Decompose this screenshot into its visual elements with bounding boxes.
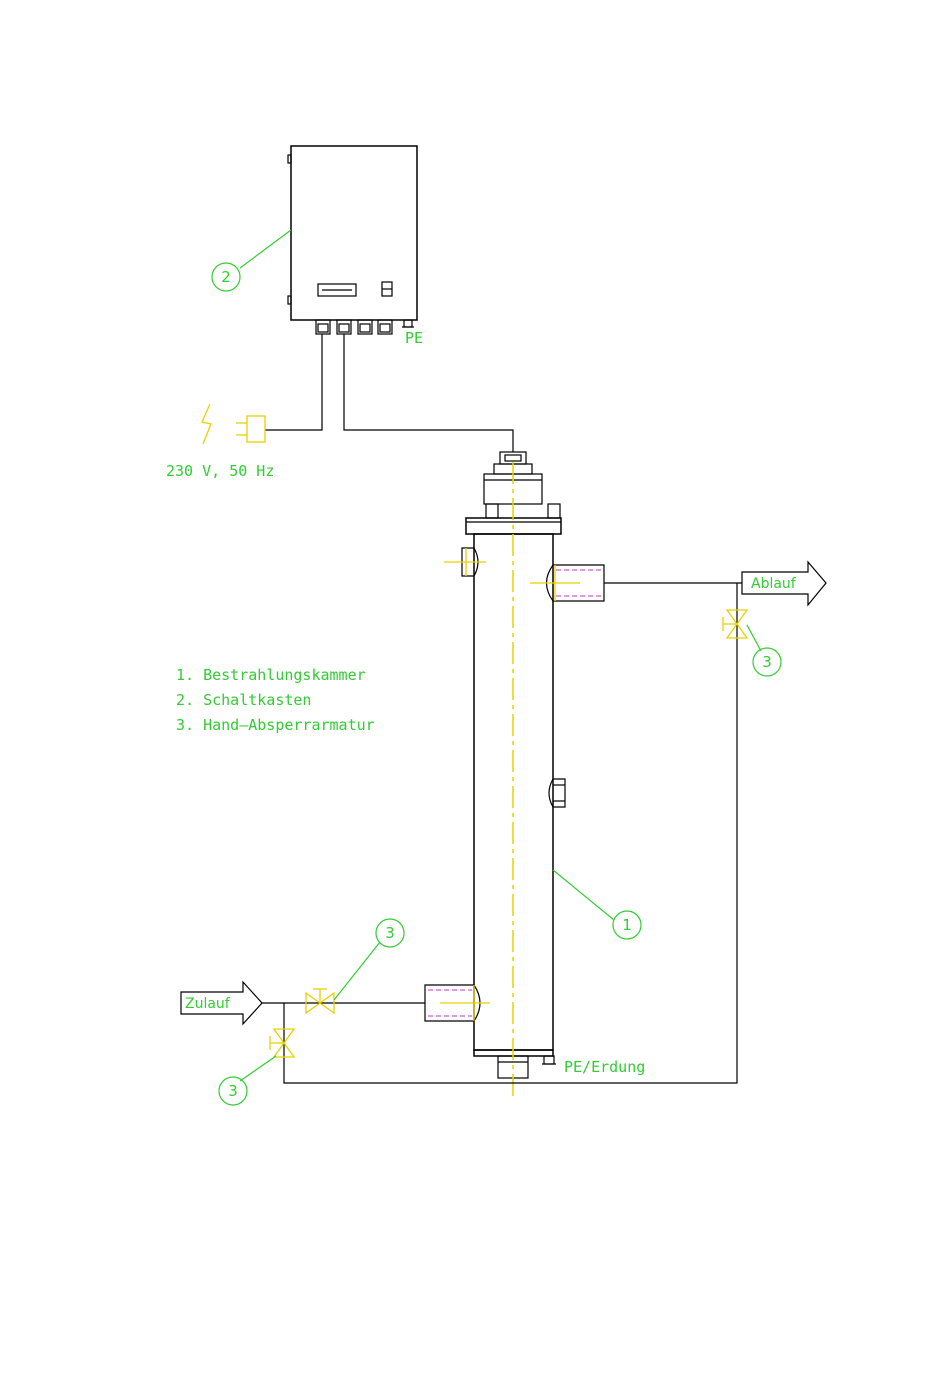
outlet-label: Ablauf <box>751 576 797 592</box>
callout-3-inlet-bottom: 3 <box>228 1082 238 1100</box>
legend: 1. Bestrahlungskammer 2. Schaltkasten 3.… <box>176 666 375 734</box>
uv-chamber <box>425 452 604 1078</box>
callout-1: 1 <box>622 916 632 934</box>
power-plug-icon <box>202 404 265 444</box>
power-supply-label: 230 V, 50 Hz <box>166 462 274 480</box>
valve-outlet-icon <box>723 610 747 638</box>
legend-item-1: 1. Bestrahlungskammer <box>176 666 366 684</box>
pe-label-box: PE <box>405 329 423 347</box>
callout-3-inlet-top: 3 <box>385 924 395 942</box>
pe-ground-label: PE/Erdung <box>564 1058 645 1076</box>
inlet-label: Zulauf <box>185 996 231 1012</box>
control-box <box>288 146 417 320</box>
cable-glands <box>316 320 414 334</box>
legend-item-2: 2. Schaltkasten <box>176 691 311 709</box>
callout-3-outlet: 3 <box>762 653 772 671</box>
valve-inlet-main-icon <box>306 989 334 1013</box>
legend-item-3: 3. Hand—Absperrarmatur <box>176 716 375 734</box>
valve-bypass-icon <box>270 1029 294 1057</box>
cables <box>265 334 513 452</box>
callout-2: 2 <box>221 268 231 286</box>
